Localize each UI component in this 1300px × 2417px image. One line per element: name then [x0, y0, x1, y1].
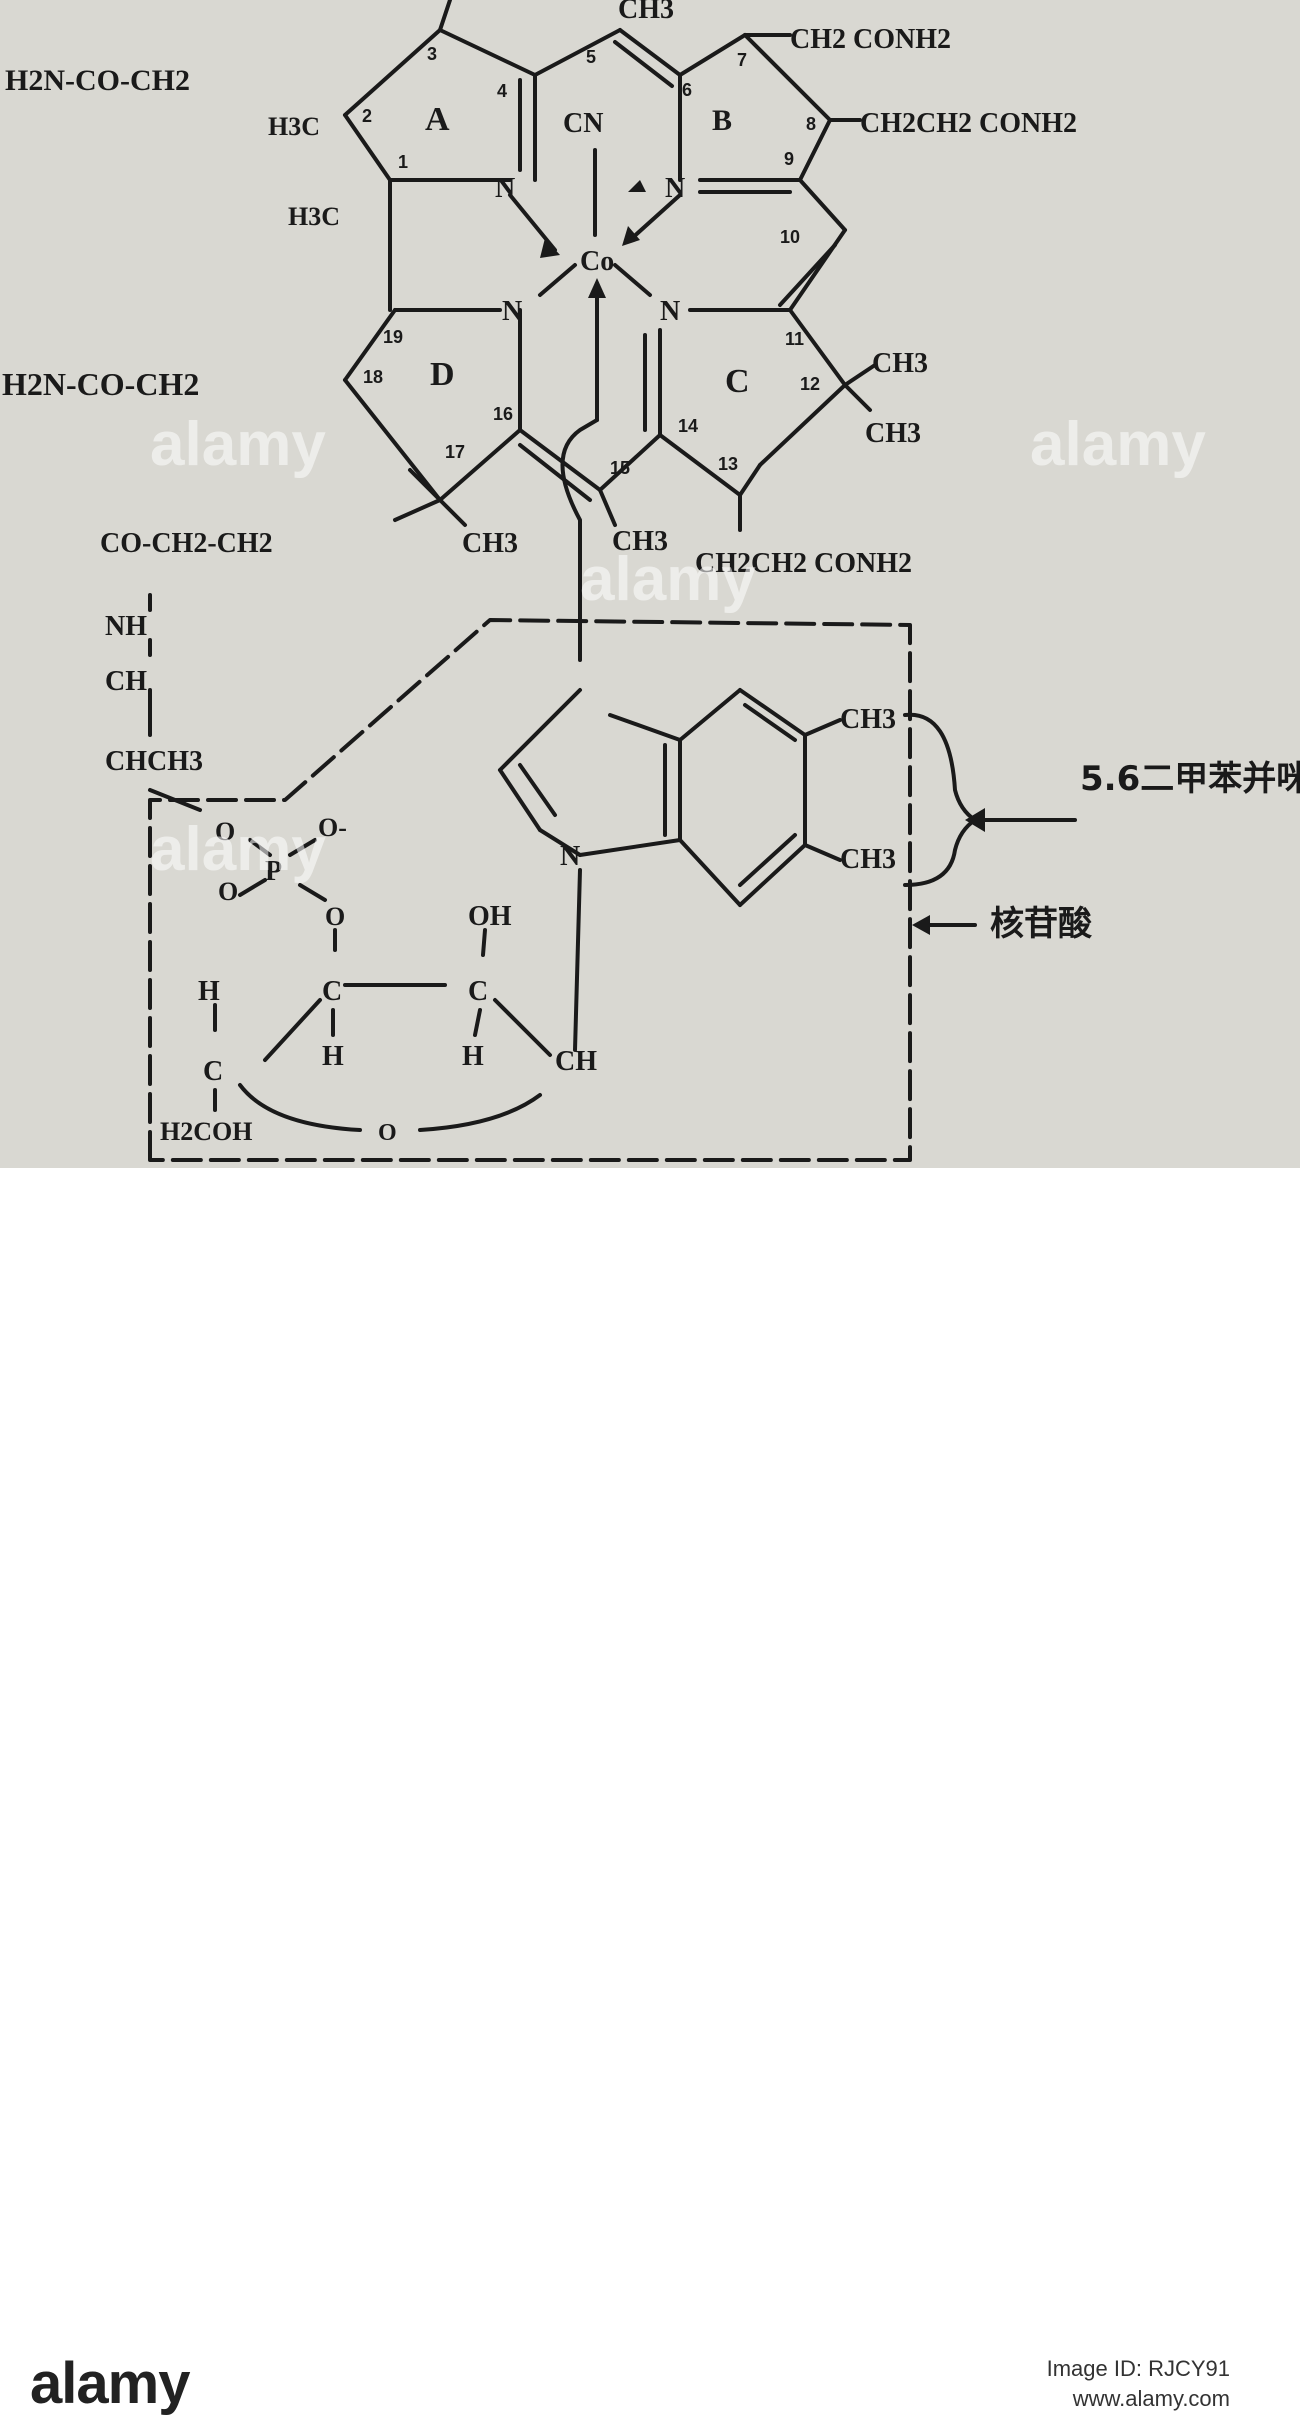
alamy-logo[interactable]: alamy [30, 2350, 190, 2417]
position-14: 14 [678, 416, 698, 436]
position-18: 18 [363, 367, 383, 387]
ribose-ring-o: O [378, 1120, 397, 1146]
nitrogen-ring-a: N [495, 173, 515, 204]
ring-label-d: D [430, 356, 455, 393]
c12-methyl-a: CH3 [872, 348, 928, 379]
benzimidazole-methyl-2: CH3 [840, 844, 896, 875]
c15-methyl: CH3 [612, 526, 668, 557]
position-7: 7 [737, 50, 747, 70]
chain-chch3: CHCH3 [105, 746, 203, 777]
position-13: 13 [718, 454, 738, 474]
ring-label-a: A [425, 101, 450, 138]
position-10: 10 [780, 227, 800, 247]
position-6: 6 [682, 80, 692, 100]
c17-substituent: CO-CH2-CH2 [100, 528, 273, 559]
ribose-ch2oh: H2COH [160, 1117, 252, 1146]
phosphate-o-a: O [215, 817, 235, 846]
position-11: 11 [785, 329, 804, 349]
phosphate-o-b: O [218, 877, 238, 906]
chain-ch: CH [105, 666, 147, 697]
c2-methyl: H3C [268, 112, 320, 141]
axial-cyanide: CN [563, 108, 603, 139]
position-5: 5 [586, 47, 596, 67]
benzimidazole-methyl-1: CH3 [840, 704, 896, 735]
position-3: 3 [427, 44, 437, 64]
c2-substituent: H2N-CO-CH2 [5, 64, 190, 97]
ring-label-b: B [712, 104, 732, 137]
chain-nh: NH [105, 611, 147, 642]
ribose-oh: OH [468, 901, 512, 932]
position-12: 12 [800, 374, 820, 394]
ribose-c2: C [468, 976, 488, 1007]
c17-methyl: CH3 [462, 528, 518, 559]
ribose-h1: H [198, 976, 220, 1007]
ribose-h3: H [462, 1041, 484, 1072]
watermark-alamy-4: alamy [150, 815, 326, 884]
site-url[interactable]: www.alamy.com [1072, 2386, 1230, 2411]
cobalamin-structure: A B C D 1 2 3 4 5 6 7 8 9 10 11 12 13 14… [2, 0, 1300, 1162]
phosphate-p: P [265, 856, 282, 887]
c7-substituent: CH2 CONH2 [790, 24, 951, 55]
position-17: 17 [445, 442, 465, 462]
annotation-dimethylbenzimidazole: 5.6二甲苯并咪唑 [1080, 759, 1300, 799]
cobalt-atom: Co [580, 246, 614, 277]
image-id-label: Image ID: RJCY91 [1046, 2356, 1230, 2381]
c13-substituent: CH2CH2 CONH2 [695, 548, 912, 579]
alamy-logo-text: alamy [30, 2351, 190, 2416]
c8-substituent: CH2CH2 CONH2 [860, 108, 1077, 139]
phosphate-o-c: O [325, 902, 345, 931]
position-15: 15 [610, 458, 630, 478]
position-1: 1 [398, 152, 408, 172]
c12-methyl-b: CH3 [865, 418, 921, 449]
top-methyl: CH3 [618, 0, 674, 25]
position-4: 4 [497, 81, 507, 101]
annotation-nucleotide: 核苷酸 [990, 904, 1093, 944]
c1-methyl: H3C [288, 202, 340, 231]
c18-substituent: H2N-CO-CH2 [2, 366, 199, 402]
position-8: 8 [806, 114, 816, 134]
nitrogen-ring-c: N [660, 296, 680, 327]
footer-bar: alamy Image ID: RJCY91 www.alamy.com [0, 1168, 1300, 2416]
diagram-scan: A B C D 1 2 3 4 5 6 7 8 9 10 11 12 13 14… [0, 0, 1300, 1168]
watermark-alamy-1: alamy [150, 410, 326, 479]
ribose-c3: C [203, 1056, 223, 1087]
watermark-alamy-3: alamy [580, 545, 756, 614]
position-16: 16 [493, 404, 513, 424]
phosphate-o-minus: O- [318, 813, 347, 842]
ribose-ch: CH [555, 1046, 597, 1077]
ribose-h2: H [322, 1041, 344, 1072]
nitrogen-ring-b: N [665, 173, 685, 204]
ring-label-c: C [725, 363, 750, 400]
position-2: 2 [362, 106, 372, 126]
nitrogen-ring-d: N [502, 296, 522, 327]
position-19: 19 [383, 327, 403, 347]
watermark-alamy-2: alamy [1030, 410, 1206, 479]
position-9: 9 [784, 149, 794, 169]
ribose-c1: C [322, 976, 342, 1007]
image-id-block: Image ID: RJCY91 www.alamy.com [1047, 2354, 1230, 2414]
benzimidazole-n: N [560, 841, 580, 872]
